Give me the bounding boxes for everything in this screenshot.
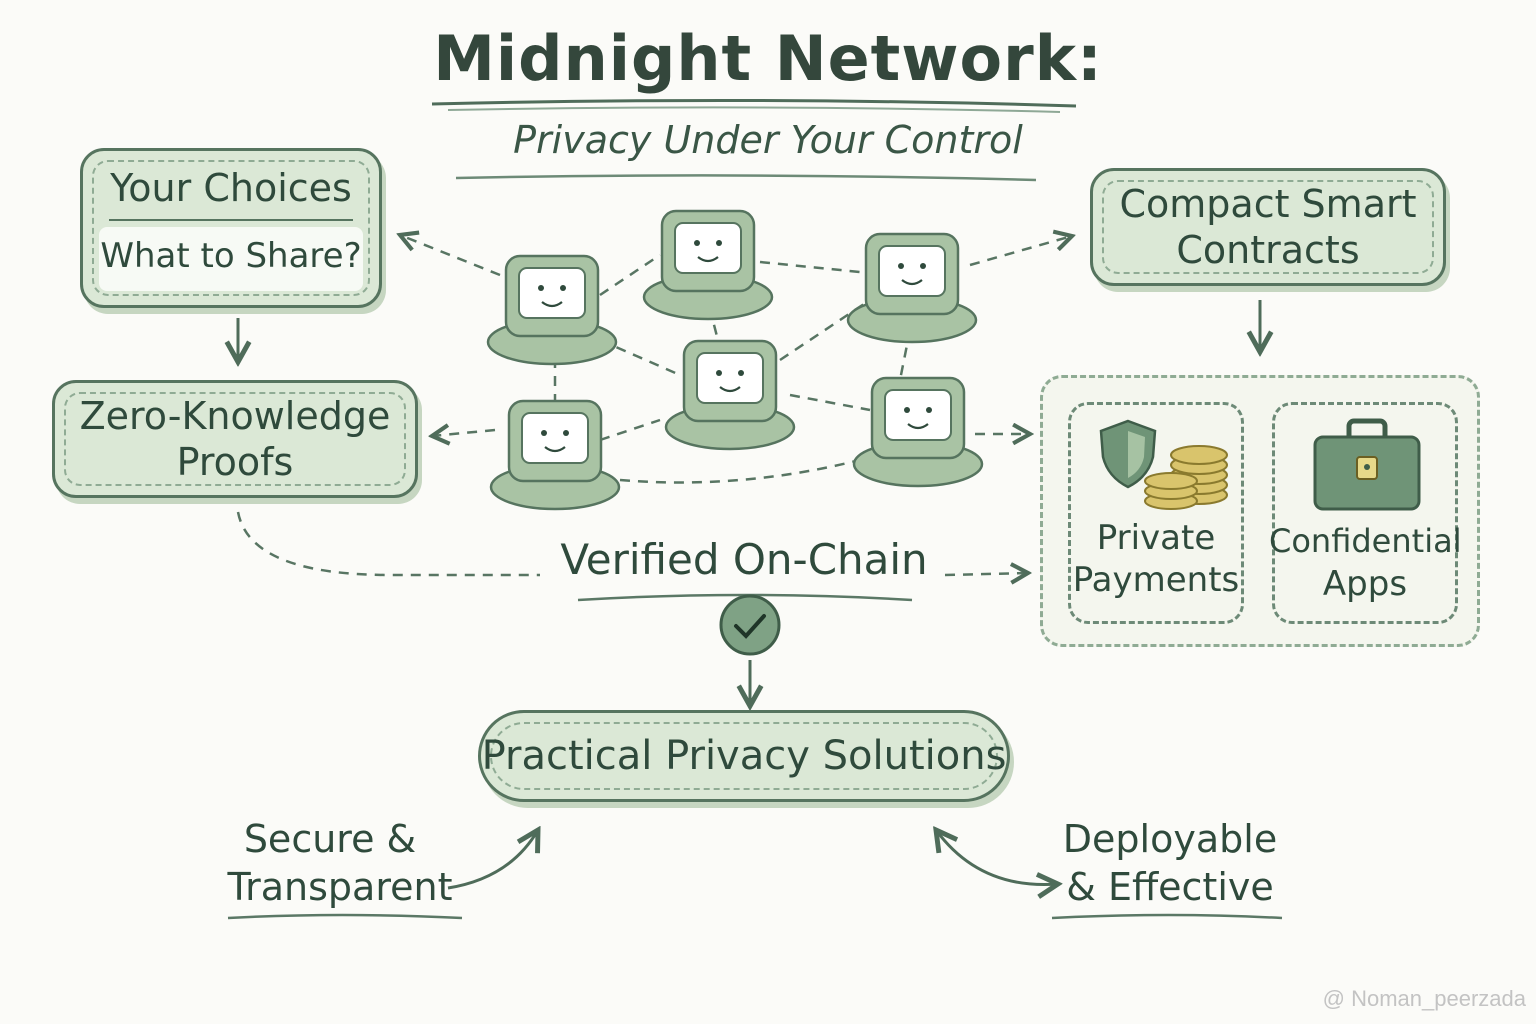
confidential-line2: Apps	[1322, 564, 1408, 604]
zk-line2: Proofs	[176, 440, 294, 484]
apps-container	[1040, 375, 1480, 647]
choices-question-panel	[99, 227, 363, 291]
choices-heading: Your Choices	[110, 166, 352, 210]
computer-node-icon	[664, 339, 796, 451]
box-inner-border	[1102, 180, 1434, 274]
box-inner-border	[490, 722, 998, 790]
contracts-line2: Contracts	[1176, 228, 1360, 272]
your-choices-box: Your Choices What to Share?	[80, 148, 382, 308]
page-title: Midnight Network:	[433, 22, 1103, 95]
box-inner-border	[64, 392, 406, 486]
choices-question: What to Share?	[100, 236, 362, 276]
watermark: @ Noman_peerzada	[1322, 986, 1526, 1011]
computer-node-icon	[846, 232, 978, 344]
computer-node-icon	[486, 254, 618, 366]
smart-contracts-box: Compact Smart Contracts	[1090, 168, 1446, 286]
computer-node-icon	[642, 209, 774, 321]
checkmark-icon	[719, 594, 781, 656]
computer-node-icon	[489, 399, 621, 511]
confidential-apps-card: Confidential Apps	[1269, 402, 1462, 624]
payments-line1: Private	[1096, 518, 1216, 558]
verified-label: Verified On-Chain	[560, 535, 928, 584]
choices-divider	[109, 219, 353, 221]
zero-knowledge-box: Zero-Knowledge Proofs	[52, 380, 418, 498]
box-inner-border	[92, 160, 370, 296]
computer-node-icon	[852, 376, 984, 488]
deployable-note-line1: Deployable	[1062, 817, 1278, 861]
private-payments-card: Private Payments	[1068, 402, 1244, 624]
contracts-line1: Compact Smart	[1119, 182, 1417, 226]
secure-note-line2: Transparent	[227, 865, 453, 909]
deployable-note-line2: & Effective	[1066, 865, 1274, 909]
page-subtitle: Privacy Under Your Control	[513, 118, 1023, 162]
payments-line2: Payments	[1072, 560, 1240, 600]
briefcase-icon	[1313, 418, 1421, 511]
solutions-label: Practical Privacy Solutions	[481, 733, 1007, 779]
coin-stack-icon	[1144, 445, 1228, 510]
solutions-box: Practical Privacy Solutions	[478, 710, 1010, 802]
zk-line1: Zero-Knowledge	[79, 394, 391, 438]
confidential-line1: Confidential	[1269, 522, 1462, 560]
secure-note-line1: Secure &	[243, 817, 417, 861]
shield-icon	[1099, 419, 1157, 489]
